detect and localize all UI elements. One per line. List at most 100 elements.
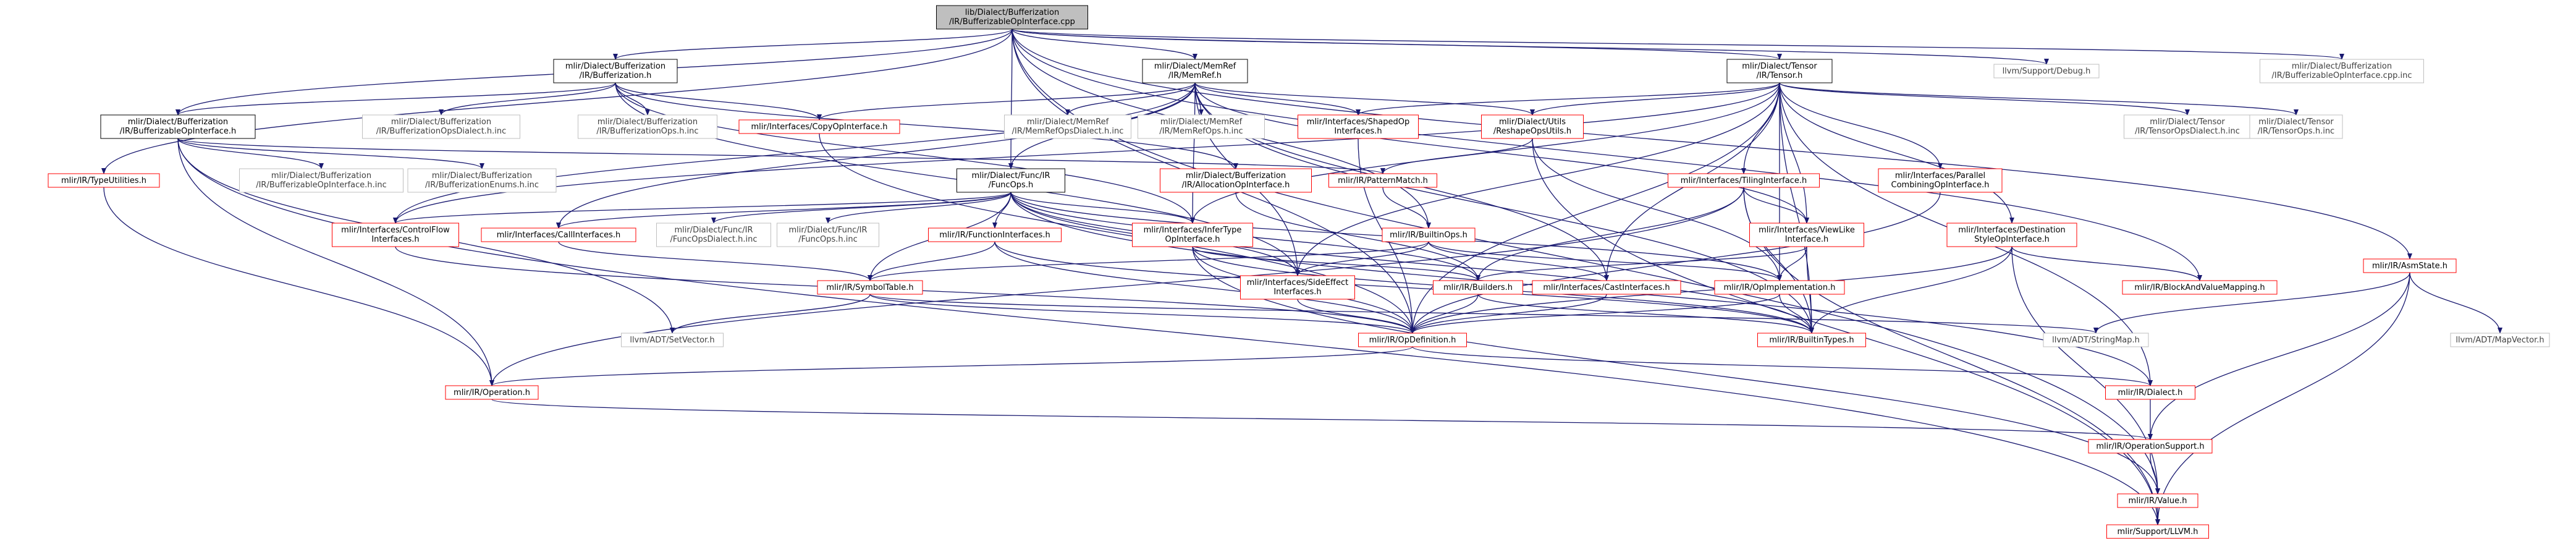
edge-opsupport_h-to-value_h bbox=[2150, 452, 2160, 494]
node-opsupport_h[interactable]: mlir/IR/OperationSupport.h bbox=[2088, 439, 2213, 454]
node-memref_h[interactable]: mlir/Dialect/MemRef/IR/MemRef.h bbox=[1142, 59, 1248, 83]
node-typeutil_h[interactable]: mlir/IR/TypeUtilities.h bbox=[48, 173, 160, 188]
edge-sideeffect_h-to-opdef_h bbox=[1297, 299, 1415, 334]
node-box bbox=[777, 223, 879, 247]
node-copyop_h[interactable]: mlir/Interfaces/CopyOpInterface.h bbox=[738, 119, 900, 134]
node-label-line: /IR/TensorOps.h.inc bbox=[2258, 127, 2334, 136]
node-callif_h[interactable]: mlir/Interfaces/CallInterfaces.h bbox=[481, 227, 636, 242]
edge-operation_h-to-opsupport_h bbox=[491, 399, 2153, 440]
node-box bbox=[1532, 280, 1681, 295]
node-asmstate_h[interactable]: mlir/IR/AsmState.h bbox=[2363, 258, 2457, 273]
node-label-line: CombiningOpInterface.h bbox=[1891, 180, 1990, 190]
node-box bbox=[239, 168, 403, 193]
node-label-line: /IR/MemRefOps.h.inc bbox=[1159, 127, 1243, 136]
node-tensor_dialect_inc: mlir/Dialect/Tensor/IR/TensorOpsDialect.… bbox=[2124, 114, 2251, 139]
edge-builtinops_h-to-symboltable_h bbox=[868, 241, 1429, 281]
node-box bbox=[928, 227, 1062, 242]
node-label-line: mlir/Dialect/MemRef bbox=[1027, 117, 1109, 127]
node-funcif_h[interactable]: mlir/IR/FunctionInterfaces.h bbox=[928, 227, 1062, 242]
node-label-line: /IR/TensorOpsDialect.h.inc bbox=[2135, 127, 2240, 136]
node-label-line: /IR/BufferizationEnums.h.inc bbox=[425, 180, 539, 190]
node-label-line: mlir/IR/OpDefinition.h bbox=[1369, 336, 1456, 345]
node-value_h[interactable]: mlir/IR/Value.h bbox=[2117, 493, 2198, 508]
node-root[interactable]: lib/Dialect/Bufferization/IR/Bufferizabl… bbox=[936, 5, 1088, 30]
node-box bbox=[1749, 223, 1864, 247]
edge-tensor_h-to-parallel_h bbox=[1779, 82, 1943, 169]
node-box bbox=[2106, 524, 2209, 539]
node-box bbox=[553, 59, 678, 83]
node-label-line: mlir/Dialect/Bufferization bbox=[1186, 171, 1286, 180]
node-label-line: /IR/BufferizationOpsDialect.h.inc bbox=[376, 127, 507, 136]
node-builders_h[interactable]: mlir/IR/Builders.h bbox=[1433, 280, 1523, 295]
node-label-line: StyleOpInterface.h bbox=[1974, 235, 2050, 244]
edge-tensor_h-to-controlflow_h bbox=[393, 82, 1780, 224]
node-opimpl_h[interactable]: mlir/IR/OpImplementation.h bbox=[1714, 280, 1845, 295]
node-symboltable_h[interactable]: mlir/IR/SymbolTable.h bbox=[817, 280, 923, 295]
node-bufferization_h[interactable]: mlir/Dialect/Bufferization/IR/Bufferizat… bbox=[553, 59, 678, 83]
node-label-line: llvm/ADT/MapVector.h bbox=[2456, 336, 2544, 345]
node-operation_h[interactable]: mlir/IR/Operation.h bbox=[445, 385, 539, 400]
node-box bbox=[2088, 439, 2213, 454]
edge-bufferization_h-to-bufops_dialect_inc bbox=[439, 82, 616, 116]
node-label-line: mlir/IR/BuiltinTypes.h bbox=[1769, 336, 1854, 345]
edge-bufferization_h-to-bufop_iface_h bbox=[175, 82, 616, 116]
node-label-line: Interfaces.h bbox=[1334, 127, 1382, 136]
node-box bbox=[1481, 114, 1584, 139]
edge-symboltable_h-to-stringmap_h bbox=[869, 294, 2098, 334]
node-builtintypes_h[interactable]: mlir/IR/BuiltinTypes.h bbox=[1757, 333, 1866, 347]
edge-bufop_iface_h-to-llvm_h bbox=[177, 138, 2160, 525]
node-label-line: mlir/Dialect/Bufferization bbox=[128, 117, 228, 127]
edge-tensor_h-to-reshape_h bbox=[1530, 82, 1780, 116]
node-tiling_h[interactable]: mlir/Interfaces/TilingInterface.h bbox=[1668, 173, 1820, 188]
node-label-line: mlir/Interfaces/ViewLike bbox=[1759, 226, 1855, 235]
node-label-line: mlir/Support/LLVM.h bbox=[2118, 527, 2198, 537]
node-castif_h[interactable]: mlir/Interfaces/CastInterfaces.h bbox=[1532, 280, 1681, 295]
node-box bbox=[1142, 59, 1248, 83]
node-label-line: /IR/BufferizableOpInterface.cpp bbox=[949, 17, 1075, 27]
edge-root-to-funcops_h bbox=[1008, 28, 1014, 169]
node-funcops_h[interactable]: mlir/Dialect/Func/IR/FuncOps.h bbox=[956, 168, 1065, 193]
edge-asmstate_h-to-llvm_h bbox=[2155, 272, 2410, 525]
node-label-line: /FuncOpsDialect.h.inc bbox=[670, 235, 758, 244]
node-blockmap_h[interactable]: mlir/IR/BlockAndValueMapping.h bbox=[2122, 280, 2278, 295]
edge-memref_h-to-reshape_h bbox=[1194, 82, 1535, 116]
edge-opdef_h-to-operation_h bbox=[489, 346, 1413, 386]
node-box bbox=[2363, 258, 2457, 273]
edge-allocop_h-to-builders_h bbox=[1235, 192, 1480, 281]
node-dialect_h[interactable]: mlir/IR/Dialect.h bbox=[2105, 385, 2195, 400]
edge-builders_h-to-opdef_h bbox=[1410, 294, 1479, 334]
edge-symboltable_h-to-opdef_h bbox=[869, 294, 1415, 334]
node-box bbox=[956, 168, 1065, 193]
node-label-line: mlir/Dialect/Bufferization bbox=[2292, 62, 2392, 71]
node-dest_style_h[interactable]: mlir/Interfaces/DestinationStyleOpInterf… bbox=[1946, 223, 2077, 247]
node-stringmap_h: llvm/ADT/StringMap.h bbox=[2043, 333, 2149, 347]
node-bufop_iface_h[interactable]: mlir/Dialect/Bufferization/IR/Bufferizab… bbox=[100, 114, 256, 139]
edge-root-to-asmstate_h bbox=[1011, 28, 2412, 260]
edge-tensor_h-to-sideeffect_h bbox=[1295, 82, 1780, 276]
node-label-line: mlir/Interfaces/ShapedOp bbox=[1307, 117, 1409, 127]
node-allocop_h[interactable]: mlir/Dialect/Bufferization/IR/Allocation… bbox=[1160, 168, 1312, 193]
node-tensor_h[interactable]: mlir/Dialect/Tensor/IR/Tensor.h bbox=[1726, 59, 1833, 83]
edge-root-to-debug_h bbox=[1011, 28, 2049, 65]
node-llvm_h[interactable]: mlir/Support/LLVM.h bbox=[2106, 524, 2209, 539]
node-label-line: mlir/Dialect/Utils bbox=[1499, 117, 1566, 127]
node-label-line: mlir/Dialect/Func/IR bbox=[674, 226, 753, 235]
node-label-line: mlir/IR/Builders.h bbox=[1443, 283, 1513, 292]
node-reshape_h[interactable]: mlir/Dialect/Utils/ReshapeOpsUtils.h bbox=[1481, 114, 1584, 139]
node-opdef_h[interactable]: mlir/IR/OpDefinition.h bbox=[1358, 333, 1467, 347]
node-box bbox=[2260, 59, 2424, 83]
node-patternmatch_h[interactable]: mlir/IR/PatternMatch.h bbox=[1328, 173, 1437, 188]
edge-root-to-typeutil_h bbox=[101, 28, 1013, 174]
node-label-line: mlir/Interfaces/TilingInterface.h bbox=[1681, 176, 1807, 185]
node-parallel_h[interactable]: mlir/Interfaces/ParallelCombiningOpInter… bbox=[1878, 168, 2003, 193]
node-builtinops_h[interactable]: mlir/IR/BuiltinOps.h bbox=[1382, 227, 1476, 242]
edge-builders_h-to-builtintypes_h bbox=[1477, 294, 1814, 334]
node-label-line: /IR/Bufferization.h bbox=[580, 71, 652, 80]
node-box bbox=[2043, 333, 2149, 347]
